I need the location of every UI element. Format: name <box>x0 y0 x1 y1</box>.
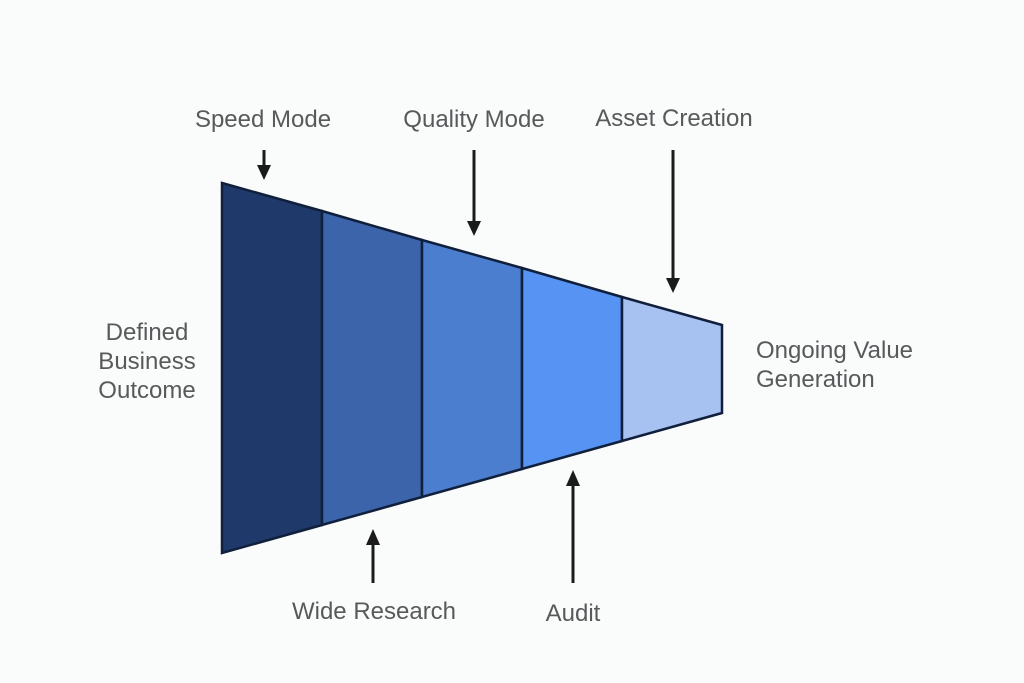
wide-research-arrowhead <box>366 529 380 545</box>
label-defined-business-outcome: Defined Business Outcome <box>98 319 196 404</box>
label-speed-mode: Speed Mode <box>194 106 332 133</box>
funnel-segments <box>220 181 724 555</box>
funnel-segment-3 <box>420 238 524 499</box>
funnel-segment-5 <box>620 295 724 443</box>
label-wide-research: Wide Research <box>291 598 457 625</box>
annotation-arrows <box>257 150 680 583</box>
funnel-segment-1 <box>220 181 324 555</box>
label-quality-mode: Quality Mode <box>403 106 545 133</box>
funnel-segment-2 <box>320 209 424 527</box>
label-ongoing-value-generation: Ongoing Value Generation <box>756 337 914 393</box>
asset-creation-arrowhead <box>666 278 680 293</box>
label-asset-creation: Asset Creation <box>595 105 753 132</box>
quality-mode-arrowhead <box>467 221 481 236</box>
speed-mode-arrowhead <box>257 165 271 180</box>
label-audit: Audit <box>545 600 601 627</box>
audit-arrowhead <box>566 470 580 486</box>
funnel-segment-4 <box>520 266 624 471</box>
